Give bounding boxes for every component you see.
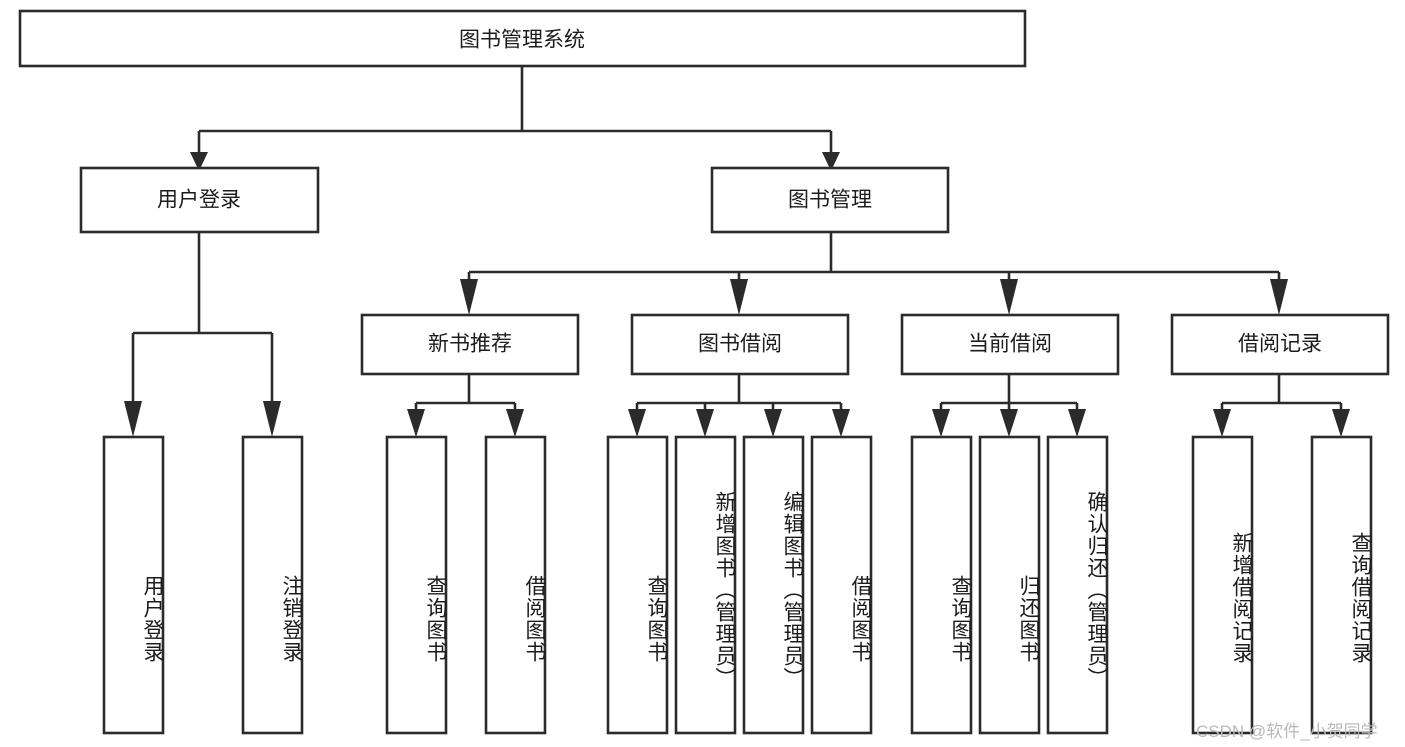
connector-group-new-book-recommend-children	[407, 374, 524, 437]
arrow-head-borrow-records	[1270, 279, 1288, 315]
connector-root-bus	[197, 66, 833, 155]
arrow-head-leaf-confirm-return	[1068, 409, 1086, 437]
node-label-borrow-records: 借阅记录	[1238, 333, 1322, 356]
node-box-leaf-logout[interactable]	[241, 435, 304, 735]
connector-book-management-bus	[467, 232, 1281, 282]
node-box-leaf-query-book-2[interactable]	[606, 435, 669, 735]
node-label-new-book-recommend: 新书推荐	[428, 333, 512, 356]
arrow-head-leaf-add-record	[1213, 409, 1231, 437]
arrow-head-leaf-logout	[263, 401, 281, 437]
arrow-head-leaf-borrow-book-2	[832, 409, 850, 437]
arrow-head-leaf-borrow-book-1	[506, 409, 524, 437]
connector-group-borrow-records-children	[1213, 374, 1350, 437]
node-box-book-borrow[interactable]	[630, 313, 850, 376]
connector-group-root-to-level2	[190, 66, 840, 171]
node-box-leaf-query-record[interactable]	[1310, 435, 1373, 735]
node-box-leaf-add-book[interactable]	[674, 435, 737, 735]
node-box-leaf-borrow-book-1[interactable]	[484, 435, 547, 735]
node-box-leaf-user-login[interactable]	[102, 435, 165, 735]
connector-group-current-borrow-children	[932, 374, 1086, 437]
node-box-borrow-records[interactable]	[1170, 313, 1390, 376]
node-box-leaf-edit-book[interactable]	[742, 435, 805, 735]
connector-borrow-records-bus	[1220, 374, 1343, 412]
node-box-user-login[interactable]	[79, 166, 320, 234]
node-box-leaf-borrow-book-2[interactable]	[810, 435, 873, 735]
node-box-book-management[interactable]	[710, 166, 950, 234]
arrow-head-leaf-query-book-2	[628, 409, 646, 437]
arrow-head-user-login	[190, 152, 208, 171]
node-box-leaf-confirm-return[interactable]	[1046, 435, 1109, 735]
node-box-leaf-query-book-1[interactable]	[385, 435, 448, 735]
csdn-watermark: CSDN @软件_小贺同学	[1196, 722, 1378, 741]
connector-current-borrow-bus	[939, 374, 1079, 412]
arrow-head-leaf-edit-book	[764, 409, 782, 437]
node-box-current-borrow[interactable]	[900, 313, 1120, 376]
arrow-head-leaf-query-book-1	[407, 409, 425, 437]
node-label-book-management: 图书管理	[788, 189, 872, 212]
connector-user-login-bus	[131, 232, 274, 404]
arrow-head-new-book-recommend	[460, 279, 478, 315]
connector-group-book-management-children	[460, 232, 1288, 315]
arrow-head-leaf-add-book	[696, 409, 714, 437]
arrow-head-current-borrow	[1000, 279, 1018, 315]
arrow-head-leaf-query-book-3	[932, 409, 950, 437]
arrow-head-leaf-query-record	[1332, 409, 1350, 437]
node-box-new-book-recommend[interactable]	[360, 313, 580, 376]
node-label-user-login: 用户登录	[157, 189, 241, 212]
arrow-head-book-management	[822, 152, 840, 171]
connector-group-book-borrow-children	[628, 374, 850, 437]
connector-book-borrow-bus	[635, 374, 843, 412]
arrow-head-book-borrow	[730, 279, 748, 315]
connector-group-user-login-children	[124, 232, 281, 437]
arrow-head-leaf-return-book	[1000, 409, 1018, 437]
node-box-leaf-query-book-3[interactable]	[910, 435, 973, 735]
node-box-root[interactable]	[18, 9, 1027, 68]
arrow-head-leaf-user-login	[124, 401, 142, 437]
connector-new-book-recommend-bus	[414, 374, 517, 412]
node-label-current-borrow: 当前借阅	[968, 333, 1052, 356]
node-box-leaf-return-book[interactable]	[978, 435, 1041, 735]
node-label-root: 图书管理系统	[459, 29, 585, 52]
node-box-leaf-add-record[interactable]	[1191, 435, 1254, 735]
node-label-book-borrow: 图书借阅	[698, 333, 782, 356]
